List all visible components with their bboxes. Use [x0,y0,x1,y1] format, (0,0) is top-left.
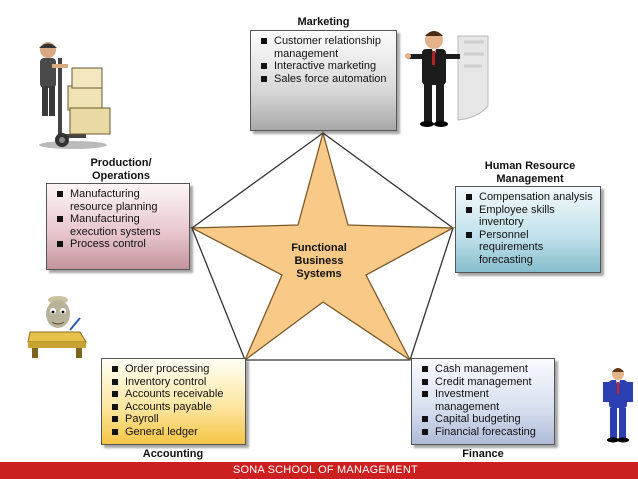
marketing-box: Customer relationship management Interac… [250,30,397,131]
center-label-line: Functional [291,242,347,254]
list-item: General ledger [110,426,239,439]
list-item: Employee skills inventory [464,204,594,229]
list-item: Payroll [110,413,239,426]
accounting-title: Accounting [142,448,204,460]
accounting-box: Order processing Inventory control Accou… [101,358,246,445]
production-title-line: Operations [91,170,151,182]
production-title-line: Production/ [90,157,152,169]
marketing-title: Marketing [297,16,350,28]
list-item: Order processing [110,363,239,376]
pentagon-outline [191,132,454,361]
businessman-standing-icon [603,368,633,443]
hr-title-line: Management [496,173,564,185]
list-item: Customer relationship management [259,35,390,60]
list-item: Investment management [420,388,548,413]
list-item: Cash management [420,363,548,376]
list-item: Capital budgeting [420,413,548,426]
center-label: Functional Business Systems [282,242,356,281]
list-item: Credit management [420,376,548,389]
list-item: Inventory control [110,376,239,389]
list-item: Manufacturing execution systems [55,213,183,238]
list-item: Compensation analysis [464,191,594,204]
cartoon-thinker-at-desk-icon [27,296,87,358]
hr-title: Human Resource Management [476,160,584,186]
list-item: Sales force automation [259,73,390,86]
functional-systems-star [189,130,456,362]
footer-text: SONA SCHOOL OF MANAGEMENT [233,464,418,476]
list-item: Accounts receivable [110,388,239,401]
hr-title-line: Human Resource [484,160,576,172]
production-title: Production/ Operations [76,157,166,183]
businessman-presenting-icon [405,31,489,127]
list-item: Financial forecasting [420,426,548,439]
center-label-line: Systems [296,268,342,280]
center-label-line: Business [294,255,344,267]
list-item: Manufacturing resource planning [55,188,183,213]
delivery-man-with-boxes-icon [39,42,111,149]
list-item: Personnel requirements forecasting [464,229,594,267]
finance-title: Finance [462,448,504,460]
production-box: Manufacturing resource planning Manufact… [46,183,190,270]
list-item: Process control [55,238,183,251]
list-item: Accounts payable [110,401,239,414]
finance-box: Cash management Credit management Invest… [411,358,555,445]
footer-bar: SONA SCHOOL OF MANAGEMENT [0,462,638,479]
hr-box: Compensation analysis Employee skills in… [455,186,601,273]
list-item: Interactive marketing [259,60,390,73]
